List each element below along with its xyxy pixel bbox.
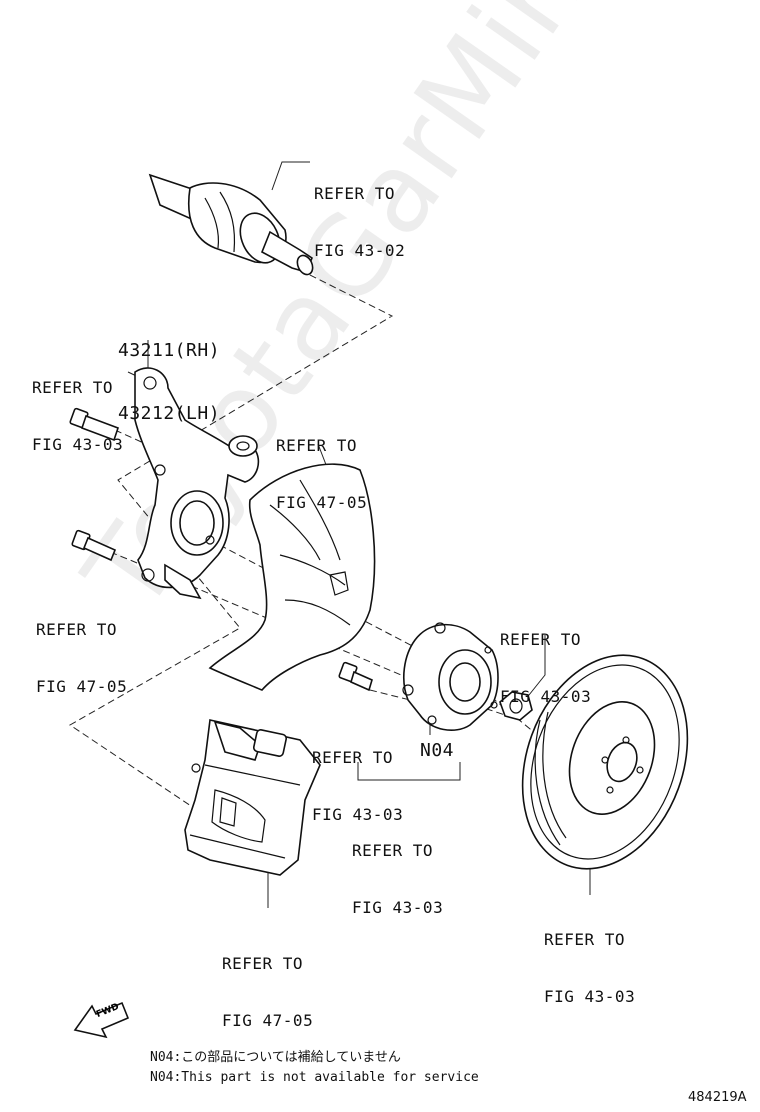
part-number-knuckle[interactable]: 43211(RH) 43212(LH) bbox=[118, 298, 220, 466]
lower-bolt bbox=[71, 529, 117, 562]
callout-line-2: FIG 43-03 bbox=[312, 805, 404, 824]
callout-line-1: REFER TO bbox=[314, 184, 396, 203]
fwd-arrow-icon bbox=[73, 1001, 130, 1039]
callout-line-1: REFER TO bbox=[222, 954, 304, 973]
callout-line-1: REFER TO bbox=[36, 620, 118, 639]
callout-line-2: FIG 43-03 bbox=[32, 435, 124, 454]
callout-line-1: REFER TO bbox=[500, 630, 582, 649]
callout-line-2: FIG 47-05 bbox=[36, 677, 128, 696]
callout-hub-nut[interactable]: REFER TO FIG 43-03 bbox=[500, 592, 591, 744]
callout-hub-assembly[interactable]: REFER TO FIG 43-03 bbox=[352, 803, 443, 955]
hub-nut bbox=[499, 691, 533, 721]
callout-dust-cover[interactable]: REFER TO FIG 47-05 bbox=[276, 398, 367, 550]
callout-line-2: FIG 43-02 bbox=[314, 241, 406, 260]
callout-lower-bolt[interactable]: REFER TO FIG 47-05 bbox=[36, 582, 127, 734]
brake-disc bbox=[521, 654, 689, 870]
callout-disc[interactable]: REFER TO FIG 43-03 bbox=[544, 892, 635, 1044]
callout-line-2: FIG 47-05 bbox=[222, 1011, 314, 1030]
callout-line-2: FIG 43-03 bbox=[544, 987, 636, 1006]
callout-line-2: FIG 43-03 bbox=[352, 898, 444, 917]
part-number-rh: 43211(RH) bbox=[118, 340, 221, 361]
drive-shaft bbox=[148, 173, 314, 276]
hub-assembly bbox=[402, 622, 499, 731]
callout-drive-shaft[interactable]: REFER TO FIG 43-02 bbox=[314, 146, 405, 298]
note-japanese: N04:この部品については補給していません bbox=[150, 1050, 401, 1065]
callout-line-2: FIG 47-05 bbox=[276, 493, 368, 512]
diagram-code: 484219A bbox=[688, 1090, 747, 1105]
callout-hub-bolt[interactable]: REFER TO FIG 43-03 bbox=[312, 710, 403, 862]
callout-line-1: REFER TO bbox=[276, 436, 358, 455]
callout-knuckle-bolt[interactable]: REFER TO FIG 43-03 bbox=[32, 340, 123, 492]
callout-line-1: REFER TO bbox=[352, 841, 434, 860]
callout-line-1: REFER TO bbox=[544, 930, 626, 949]
knuckle-bolt bbox=[69, 407, 120, 442]
steering-knuckle bbox=[134, 367, 260, 600]
dust-cover bbox=[208, 463, 376, 691]
hub-bolt bbox=[338, 661, 373, 692]
callout-line-1: REFER TO bbox=[312, 748, 394, 767]
brake-caliper bbox=[184, 719, 321, 876]
callout-line-2: FIG 43-03 bbox=[500, 687, 592, 706]
part-number-hub[interactable]: N04 bbox=[420, 740, 455, 761]
part-number-lh: 43212(LH) bbox=[118, 403, 221, 424]
callout-caliper[interactable]: REFER TO FIG 47-05 bbox=[222, 916, 313, 1068]
note-english: N04:This part is not available for servi… bbox=[150, 1070, 479, 1085]
callout-line-1: REFER TO bbox=[32, 378, 114, 397]
